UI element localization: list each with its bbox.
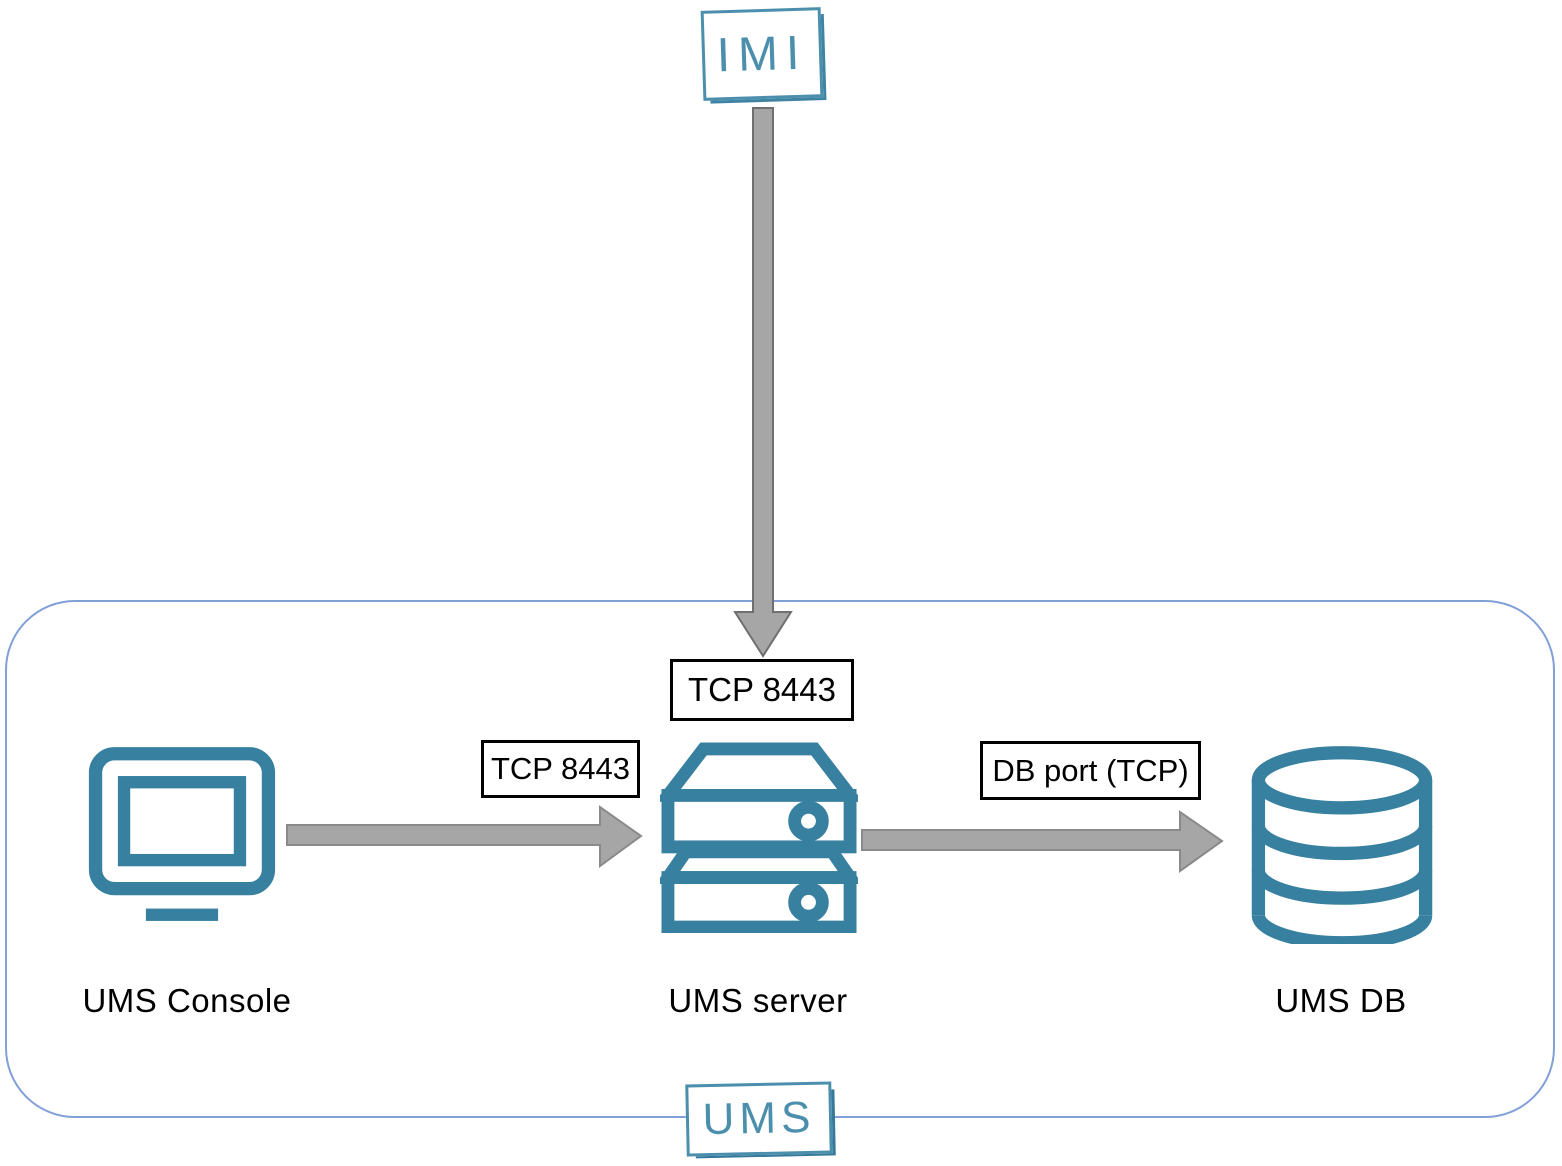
- monitor-icon: [88, 747, 276, 921]
- ums-db-label: UMS DB: [1275, 982, 1407, 1019]
- ums-container-tag: UMS: [685, 1081, 833, 1157]
- imi-label: IMI: [715, 26, 809, 82]
- port-label-text: TCP 8443: [490, 751, 630, 786]
- server-icon: [660, 742, 858, 933]
- ums-db-node: [1247, 742, 1437, 944]
- database-icon: [1251, 746, 1433, 944]
- port-label-imi-to-server: TCP 8443: [670, 659, 854, 721]
- port-label-server-to-db: DB port (TCP): [980, 741, 1201, 800]
- ums-server-label: UMS server: [668, 982, 848, 1019]
- ums-server-node: [660, 739, 858, 933]
- port-label-text: TCP 8443: [688, 671, 836, 708]
- ums-console-node: [87, 745, 277, 923]
- arrow-imi-to-server: [733, 107, 793, 658]
- port-label-console-to-server: TCP 8443: [481, 740, 640, 798]
- imi-node: IMI: [700, 7, 824, 101]
- ums-console-label: UMS Console: [82, 982, 292, 1019]
- port-label-text: DB port (TCP): [992, 752, 1189, 788]
- ums-label: UMS: [702, 1092, 816, 1145]
